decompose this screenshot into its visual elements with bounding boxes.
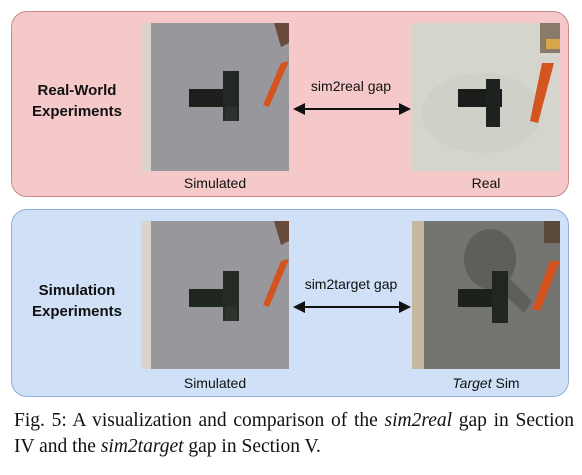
caption-term-sim2real: sim2real [384,410,453,431]
real-row-right-caption: Real [471,175,501,191]
caption-prefix: Fig. 5: A visualization and comparison o… [14,410,385,431]
sim2real-gap-label: sim2real gap [310,78,392,94]
sim-row-target-sim-image [412,221,560,369]
simulation-panel: Simulation Experiments Simulated sim2tar… [11,209,569,397]
figure-caption: Fig. 5: A visualization and comparison o… [14,408,574,460]
target-italic-text: Target [452,375,492,391]
real-world-row-label: Real-World Experiments [12,80,142,122]
real-world-label-line2: Experiments [31,103,123,120]
caption-term-sim2target: sim2target [100,436,184,457]
sim-row-right-caption: Target Sim [412,375,560,391]
double-arrow-icon [293,301,411,313]
sim2target-gap-label: sim2target gap [304,276,398,292]
real-world-panel: Real-World Experiments Simulated sim2rea… [11,11,569,197]
caption-suffix: gap in Section V. [183,436,321,457]
double-arrow-icon [293,103,411,115]
simulation-label-line1: Simulation [38,282,116,299]
sim-row-left-caption: Simulated [183,375,247,391]
real-row-real-image [412,23,560,171]
simulation-label-line2: Experiments [31,303,123,320]
real-row-simulated-image [141,23,289,171]
sim-suffix-text: Sim [491,375,520,391]
sim-row-simulated-image [141,221,289,369]
real-world-label-line1: Real-World [37,82,117,99]
real-row-left-caption: Simulated [183,175,247,191]
simulation-row-label: Simulation Experiments [12,280,142,322]
caption-middle: gap in Section IV and the [14,410,574,457]
